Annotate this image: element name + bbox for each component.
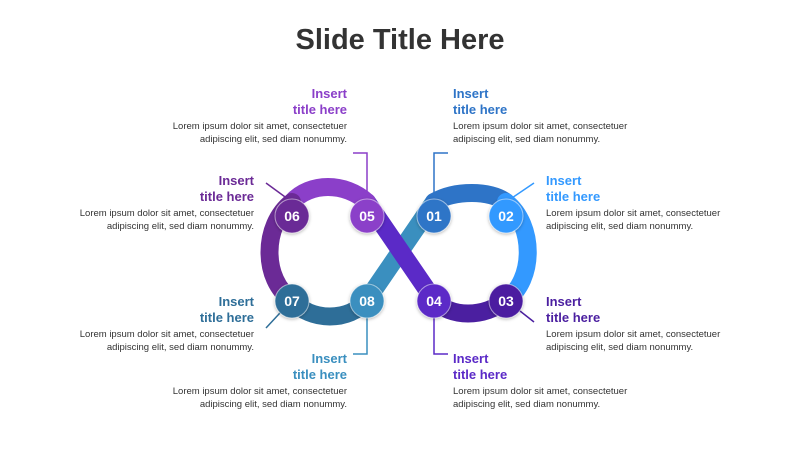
step-body-07-line2: adipiscing elit, sed diam nonummy. — [106, 342, 254, 353]
step-body-02: Lorem ipsum dolor sit amet, consectetuer… — [546, 207, 776, 233]
number-nodes: 01 02 03 04 05 06 07 08 — [274, 198, 524, 319]
step-label-05: Insert title here Lorem ipsum dolor sit … — [117, 86, 347, 146]
step-title-04-line2: title here — [453, 367, 508, 382]
step-body-04: Lorem ipsum dolor sit amet, consectetuer… — [453, 385, 683, 411]
step-body-02-line1: Lorem ipsum dolor sit amet, consectetuer — [546, 208, 721, 219]
step-title-02: Insert title here — [546, 173, 776, 205]
step-label-08: Insert title here Lorem ipsum dolor sit … — [117, 351, 347, 411]
step-body-01: Lorem ipsum dolor sit amet, consectetuer… — [453, 120, 683, 146]
step-body-01-line2: adipiscing elit, sed diam nonummy. — [453, 134, 601, 145]
step-title-05-line2: title here — [292, 102, 347, 117]
step-title-06-line2: title here — [199, 189, 254, 204]
step-title-02-line2: title here — [546, 189, 601, 204]
step-body-07: Lorem ipsum dolor sit amet, consectetuer… — [24, 328, 254, 354]
step-body-03: Lorem ipsum dolor sit amet, consectetuer… — [546, 328, 776, 354]
step-label-03: Insert title here Lorem ipsum dolor sit … — [546, 294, 776, 354]
step-node-03: 03 — [488, 283, 524, 319]
step-number-03: 03 — [498, 293, 514, 309]
step-title-08-line1: Insert — [311, 351, 347, 366]
step-number-07: 07 — [284, 293, 300, 309]
step-title-04: Insert title here — [453, 351, 683, 383]
step-title-05: Insert title here — [117, 86, 347, 118]
step-title-01-line2: title here — [453, 102, 508, 117]
step-node-07: 07 — [274, 283, 310, 319]
step-node-05: 05 — [349, 198, 385, 234]
step-number-06: 06 — [284, 208, 300, 224]
slide-title: Slide Title Here — [295, 24, 505, 56]
step-body-05-line1: Lorem ipsum dolor sit amet, consectetuer — [172, 121, 347, 132]
connector-01 — [433, 152, 448, 202]
step-number-01: 01 — [426, 208, 442, 224]
step-title-08: Insert title here — [117, 351, 347, 383]
step-title-06: Insert title here — [24, 173, 254, 205]
step-node-06: 06 — [274, 198, 310, 234]
step-body-07-line1: Lorem ipsum dolor sit amet, consectetuer — [79, 329, 254, 340]
step-body-04-line2: adipiscing elit, sed diam nonummy. — [453, 399, 601, 410]
step-body-05: Lorem ipsum dolor sit amet, consectetuer… — [117, 120, 347, 146]
step-title-05-line1: Insert — [311, 86, 347, 101]
step-title-01-line1: Insert — [453, 86, 489, 101]
step-label-07: Insert title here Lorem ipsum dolor sit … — [24, 294, 254, 354]
step-title-03-line1: Insert — [546, 294, 582, 309]
step-body-08-line2: adipiscing elit, sed diam nonummy. — [199, 399, 347, 410]
step-title-07-line2: title here — [199, 310, 254, 325]
step-body-03-line1: Lorem ipsum dolor sit amet, consectetuer — [546, 329, 721, 340]
connector-05 — [353, 152, 368, 202]
step-body-03-line2: adipiscing elit, sed diam nonummy. — [546, 342, 694, 353]
step-body-06-line1: Lorem ipsum dolor sit amet, consectetuer — [79, 208, 254, 219]
step-body-04-line1: Lorem ipsum dolor sit amet, consectetuer — [453, 386, 628, 397]
step-title-01: Insert title here — [453, 86, 683, 118]
step-body-08-line1: Lorem ipsum dolor sit amet, consectetuer — [172, 386, 347, 397]
step-title-08-line2: title here — [292, 367, 347, 382]
step-body-08: Lorem ipsum dolor sit amet, consectetuer… — [117, 385, 347, 411]
step-body-05-line2: adipiscing elit, sed diam nonummy. — [199, 134, 347, 145]
step-body-02-line2: adipiscing elit, sed diam nonummy. — [546, 221, 694, 232]
step-title-03: Insert title here — [546, 294, 776, 326]
step-label-06: Insert title here Lorem ipsum dolor sit … — [24, 173, 254, 233]
step-title-07-line1: Insert — [218, 294, 254, 309]
step-body-01-line1: Lorem ipsum dolor sit amet, consectetuer — [453, 121, 628, 132]
step-title-02-line1: Insert — [546, 173, 582, 188]
ribbon-left-top — [283, 178, 376, 211]
step-node-02: 02 — [488, 198, 524, 234]
step-title-04-line1: Insert — [453, 351, 489, 366]
step-node-01: 01 — [416, 198, 452, 234]
step-number-04: 04 — [426, 293, 442, 309]
step-node-08: 08 — [349, 283, 385, 319]
step-label-01: Insert title here Lorem ipsum dolor sit … — [453, 86, 683, 146]
ribbon-right-top — [425, 184, 515, 211]
step-number-02: 02 — [498, 208, 514, 224]
step-body-06-line2: adipiscing elit, sed diam nonummy. — [106, 221, 254, 232]
step-body-06: Lorem ipsum dolor sit amet, consectetuer… — [24, 207, 254, 233]
step-label-04: Insert title here Lorem ipsum dolor sit … — [453, 351, 683, 411]
step-number-05: 05 — [359, 208, 375, 224]
step-title-06-line1: Insert — [218, 173, 254, 188]
step-title-03-line2: title here — [546, 310, 601, 325]
step-title-07: Insert title here — [24, 294, 254, 326]
step-number-08: 08 — [359, 293, 375, 309]
step-node-04: 04 — [416, 283, 452, 319]
step-label-02: Insert title here Lorem ipsum dolor sit … — [546, 173, 776, 233]
